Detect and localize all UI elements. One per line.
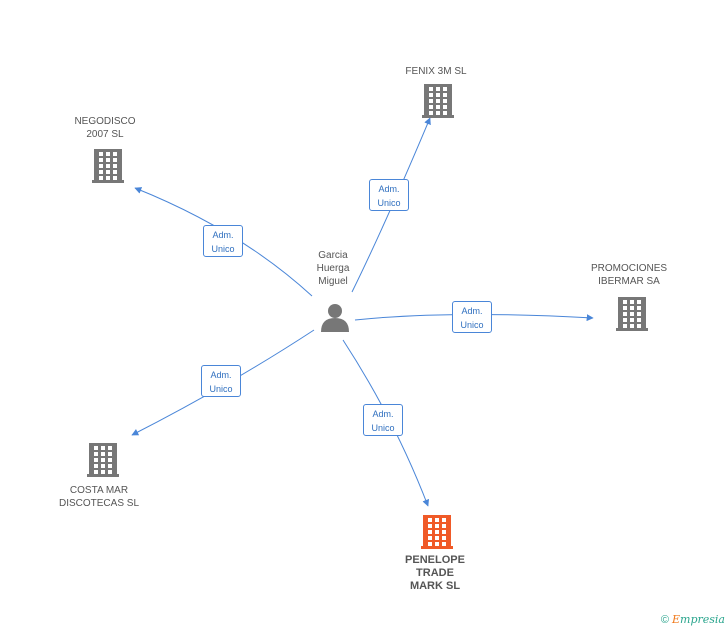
copyright-icon: ©	[660, 614, 669, 626]
brand-logo: Empresia	[672, 613, 725, 626]
edge-label-promociones: Adm. Unico	[452, 301, 492, 333]
person-icon[interactable]	[321, 304, 349, 332]
edge-label-negodisco: Adm. Unico	[203, 225, 243, 257]
building-icon[interactable]	[616, 297, 648, 331]
person-name-label[interactable]: Garcia Huerga Miguel	[316, 250, 350, 287]
edge-label-penelope: Adm. Unico	[363, 404, 403, 436]
company-label-promociones[interactable]: PROMOCIONES IBERMAR SA	[590, 263, 668, 287]
company-label-costa[interactable]: COSTA MAR DISCOTECAS SL	[58, 485, 140, 509]
footer-brand: © Empresia	[661, 613, 725, 626]
building-icon[interactable]	[92, 149, 124, 183]
edge-label-fenix: Adm. Unico	[369, 179, 409, 211]
building-icon[interactable]	[422, 84, 454, 118]
company-label-negodisco[interactable]: NEGODISCO 2007 SL	[74, 116, 136, 140]
building-icon[interactable]	[87, 443, 119, 477]
building-icon[interactable]	[421, 515, 453, 549]
edge-label-costa: Adm. Unico	[201, 365, 241, 397]
company-label-fenix[interactable]: FENIX 3M SL	[405, 66, 467, 77]
edge-fenix	[351, 117, 431, 293]
company-label-penelope[interactable]: PENELOPE TRADE MARK SL	[405, 554, 465, 592]
